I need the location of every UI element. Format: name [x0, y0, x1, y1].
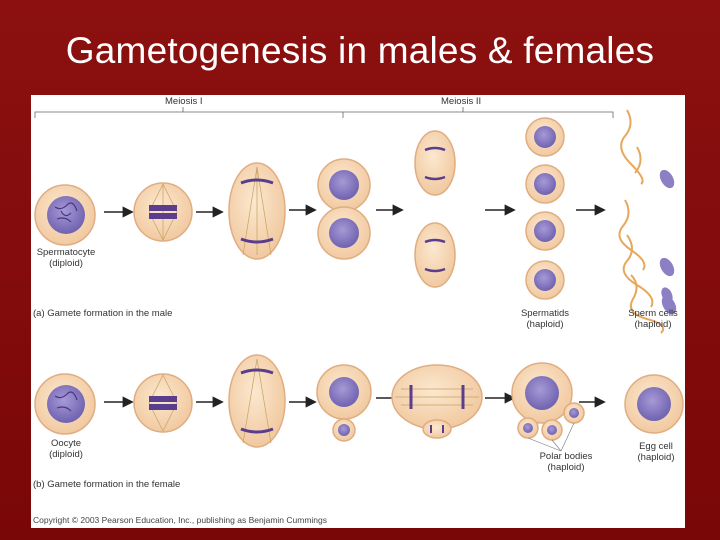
spermatid-cells — [525, 117, 565, 300]
anaphase-1-cell-female — [228, 354, 286, 448]
sperm-cells-label: Sperm cells — [628, 308, 678, 319]
egg-cell-label: Egg cell — [639, 441, 673, 452]
anaphase-1-cell — [228, 162, 286, 260]
secondary-oocyte — [316, 364, 372, 442]
diagram-canvas — [34, 107, 684, 452]
spermatocyte-ploidy: (diploid) — [49, 258, 83, 269]
female-row — [34, 354, 684, 452]
oocyte-ploidy: (diploid) — [49, 449, 83, 460]
egg-cell — [624, 374, 684, 434]
copyright-notice: Copyright © 2003 Pearson Education, Inc.… — [33, 515, 328, 525]
telophase-1-cells — [317, 158, 371, 260]
polar-bodies-ploidy: (haploid) — [547, 462, 585, 473]
spermatocyte-cell — [34, 184, 96, 246]
meiosis-1-label: Meiosis I — [165, 96, 203, 107]
metaphase-1-cell-female — [133, 373, 193, 433]
gametogenesis-figure: Meiosis I Meiosis II Spermatocyte (diplo… — [31, 95, 685, 528]
male-caption: (a) Gamete formation in the male — [33, 308, 173, 319]
meiosis-2-cells — [414, 130, 456, 288]
meiosis-2-label: Meiosis II — [441, 96, 482, 107]
oocyte-label: Oocyte — [50, 438, 82, 449]
sperm-cells-ploidy: (haploid) — [634, 319, 672, 330]
ootid-with-polar-bodies — [511, 362, 585, 452]
slide-title: Gametogenesis in males & females — [65, 30, 655, 71]
spermatocyte-label: Spermatocyte — [36, 247, 96, 258]
polar-bodies-label: Polar bodies — [539, 451, 593, 462]
spermatids-label: Spermatids — [520, 308, 570, 319]
egg-cell-ploidy: (haploid) — [637, 452, 675, 463]
metaphase-1-cell — [133, 182, 193, 242]
female-caption: (b) Gamete formation in the female — [33, 479, 181, 490]
oocyte-cell — [34, 373, 96, 435]
sperm-cells — [618, 109, 677, 334]
phase-brackets — [34, 107, 614, 118]
spermatids-ploidy: (haploid) — [526, 319, 564, 330]
meiosis-2-cell-female — [391, 364, 483, 439]
male-row — [34, 109, 677, 334]
